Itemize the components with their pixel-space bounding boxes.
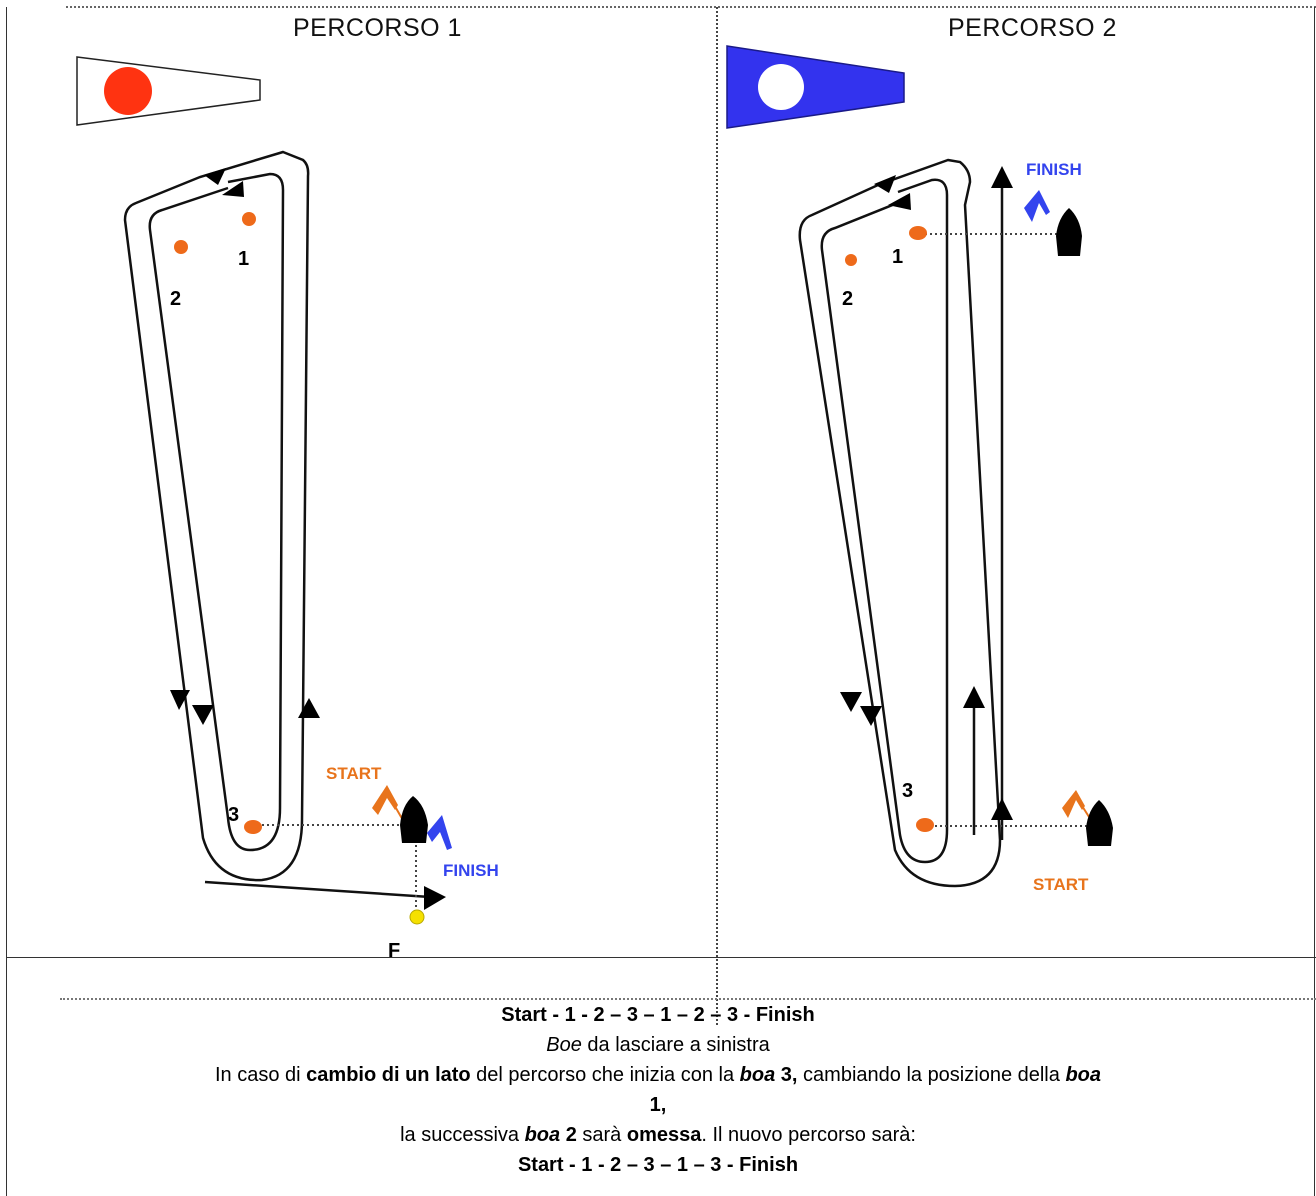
buoy-3-right [916, 818, 934, 832]
center-dotted-divider [716, 7, 718, 1025]
arrow-finish-leg [424, 886, 446, 910]
buoy-3-left [244, 820, 262, 834]
course-inner-path-left [148, 172, 285, 852]
arrow-down-inner-right [860, 706, 882, 726]
lower-left-border [6, 957, 7, 997]
buoy-1-right [909, 226, 927, 240]
finish-label-left: FINISH [443, 861, 499, 880]
buoy-1-left [242, 212, 256, 226]
left-border [6, 7, 7, 1000]
arrow-up-right [298, 698, 320, 718]
finish-mark-label-left: F [388, 940, 401, 962]
panel-title-left: PERCORSO 1 [293, 14, 462, 42]
caption-omission-note: la successiva boa 2 sarà omessa. Il nuov… [400, 1124, 916, 1146]
start-flag-right [1062, 790, 1085, 818]
arrow-down-inner [192, 705, 214, 725]
finish-flag-right [1024, 190, 1050, 222]
course-sequence-2: Start - 1 - 2 – 3 – 1 – 3 - Finish [517, 1154, 799, 1176]
buoy-label-3-left: 3 [228, 804, 240, 826]
arrow-down-outer [170, 690, 190, 710]
arrow-top-outer-right [874, 175, 896, 193]
arrow-top-inner-right [888, 193, 911, 210]
finish-leg-left [204, 880, 431, 899]
caption-change-note-cont: 1, [649, 1094, 667, 1116]
course-sequence-1: Start - 1 - 2 – 3 – 1 – 2 – 3 - Finish [501, 1004, 815, 1026]
arrow-down-outer-right [840, 692, 862, 712]
arrow-finish-up-right [991, 166, 1013, 188]
course-inner-path-right [820, 178, 949, 864]
caption-left-border [6, 998, 7, 1196]
course-description: Start - 1 - 2 – 3 – 1 – 2 – 3 - Finish B… [0, 1000, 1316, 1180]
caption-dotted-border [60, 998, 1316, 1000]
finish-flag-left [427, 815, 452, 850]
start-label-left: START [326, 764, 382, 783]
finish-mark-left [409, 909, 425, 925]
panel-bottom-border [6, 957, 1316, 958]
committee-boat-left [400, 796, 428, 843]
right-border [1314, 7, 1315, 1196]
buoy-label-3-right: 3 [902, 780, 914, 802]
buoy-label-1-right: 1 [892, 246, 904, 268]
finish-label-right: FINISH [1026, 160, 1082, 179]
course-outer-path-right [798, 158, 1002, 888]
pennant-dot-left [104, 67, 152, 115]
buoy-2-right [845, 254, 857, 266]
start-flag-left [372, 785, 398, 815]
start-label-right: START [1033, 875, 1089, 894]
course-outer-path-left [123, 150, 310, 882]
buoy-label-1-left: 1 [238, 248, 250, 270]
buoy-label-2-right: 2 [842, 288, 854, 310]
top-dotted-border [66, 6, 1316, 8]
course-diagram-right [726, 45, 1113, 888]
course-diagram-left [76, 56, 452, 925]
buoy-label-2-left: 2 [170, 288, 182, 310]
panel-title-right: PERCORSO 2 [948, 14, 1117, 42]
arrow-up-outer-right [991, 798, 1013, 820]
buoy-2-left [174, 240, 188, 254]
arrow-top-inner [222, 181, 244, 197]
finish-boat-right [1056, 208, 1082, 256]
caption-change-note: In caso di cambio di un lato del percors… [215, 1064, 1101, 1086]
arrow-up-inner-right [963, 686, 985, 708]
start-boat-right [1086, 800, 1113, 846]
caption-buoy-note: Boe da lasciare a sinistra [546, 1034, 770, 1056]
arrow-top-outer [204, 168, 226, 185]
pennant-flag-right [726, 45, 905, 129]
pennant-dot-right [758, 64, 804, 110]
